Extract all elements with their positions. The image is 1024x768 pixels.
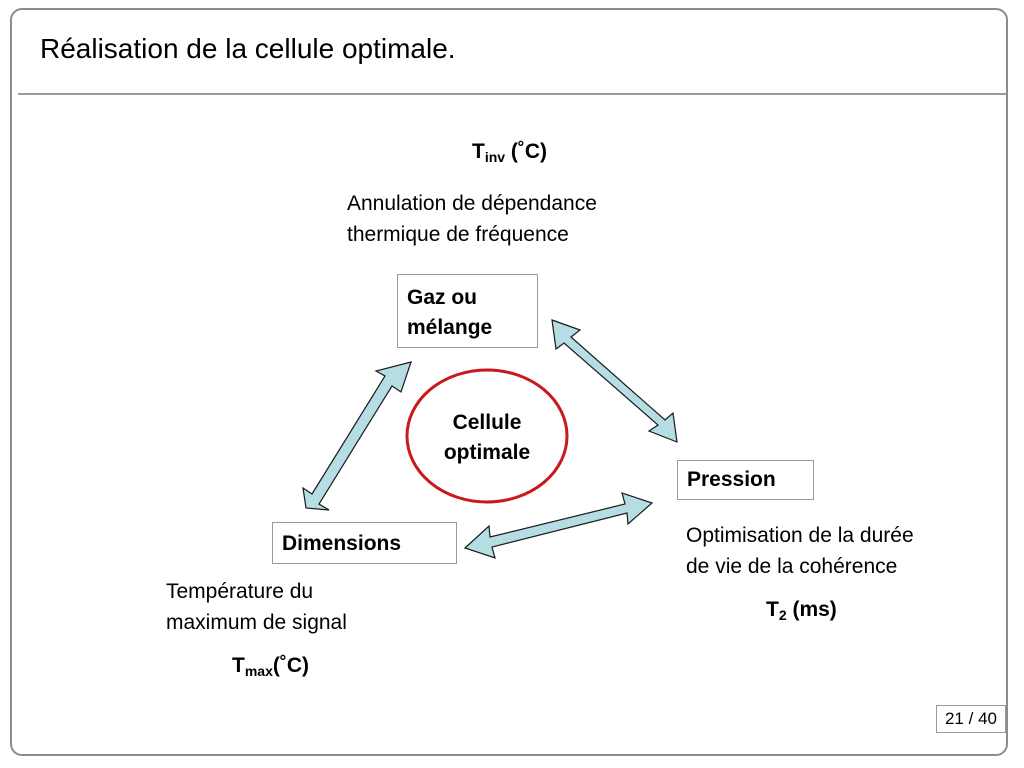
left-parameter: Tmax(˚C) xyxy=(232,650,309,687)
left-parameter-unit: (˚C) xyxy=(272,654,310,677)
node-gaz-line1: Gaz ou xyxy=(407,286,478,309)
left-description-line1: Température du xyxy=(166,580,314,603)
right-parameter-subscript: 2 xyxy=(778,607,787,623)
slide-frame xyxy=(10,8,1008,756)
top-parameter: Tinv (˚C) xyxy=(472,136,547,173)
left-parameter-subscript: max xyxy=(244,663,273,679)
top-description: Annulation de dépendance thermique de fr… xyxy=(347,188,597,250)
top-parameter-unit: (˚C) xyxy=(505,140,548,163)
left-parameter-symbol: T xyxy=(232,654,245,677)
page-current: 21 xyxy=(944,709,964,728)
right-parameter-unit: (ms) xyxy=(786,598,837,621)
center-label-line2: optimale xyxy=(443,441,531,464)
page-separator: / xyxy=(968,709,974,728)
node-gaz-line2: mélange xyxy=(407,316,493,339)
node-gaz-ou-melange: Gaz ou mélange xyxy=(397,274,538,348)
top-description-line2: thermique de fréquence xyxy=(347,223,569,246)
page-number: 21 / 40 xyxy=(936,705,1006,733)
title-divider xyxy=(18,93,1006,95)
node-dimensions-label: Dimensions xyxy=(282,532,402,555)
arrow-dimensions-pression xyxy=(463,492,654,559)
center-label-line1: Cellule xyxy=(452,411,522,434)
left-description-line2: maximum de signal xyxy=(166,611,347,634)
arrow-gaz-pression xyxy=(551,319,678,443)
top-description-line1: Annulation de dépendance xyxy=(347,192,597,215)
top-parameter-symbol: T xyxy=(472,140,485,163)
right-description: Optimisation de la durée de vie de la co… xyxy=(686,520,914,582)
arrow-gaz-dimensions xyxy=(302,361,412,511)
right-description-line1: Optimisation de la durée xyxy=(686,524,914,547)
left-description: Température du maximum de signal xyxy=(166,576,347,638)
node-pression-label: Pression xyxy=(687,468,776,491)
right-description-line2: de vie de la cohérence xyxy=(686,555,898,578)
page-total: 40 xyxy=(978,709,998,728)
top-parameter-subscript: inv xyxy=(484,149,506,165)
right-parameter-symbol: T xyxy=(766,598,779,621)
center-ring xyxy=(405,368,569,504)
node-dimensions: Dimensions xyxy=(272,522,457,564)
slide-title: Réalisation de la cellule optimale. xyxy=(40,33,456,64)
center-label: Cellule optimale xyxy=(420,408,554,468)
right-parameter: T2 (ms) xyxy=(766,594,837,631)
node-pression: Pression xyxy=(677,460,814,500)
